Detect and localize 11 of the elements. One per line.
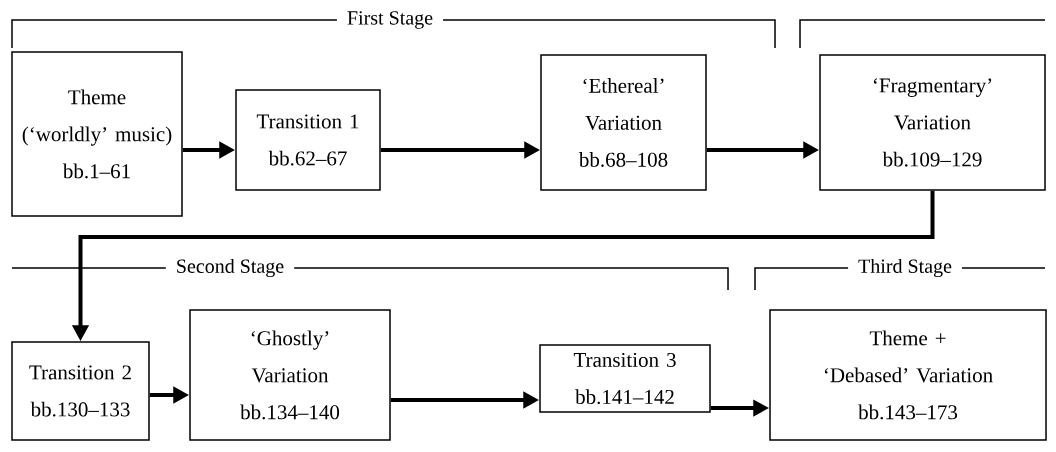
section-box: Theme (‘worldly’ music) bb.1–61 [11, 51, 183, 217]
section-box: Theme + ‘Debased’ Variation bb.143–173 [769, 309, 1047, 441]
stage-label: First Stage [336, 9, 444, 31]
section-box: Transition 3 bb.141–142 [539, 344, 711, 413]
section-box: ‘Fragmentary’ Variation bb.109–129 [819, 54, 1046, 191]
stage-label: Second Stage [165, 256, 295, 280]
section-box: ‘Ethereal’ Variation bb.68–108 [540, 54, 707, 191]
section-box: Transition 1 bb.62–67 [235, 89, 381, 191]
section-box: Transition 2 bb.130–133 [11, 341, 150, 441]
stage-label: Third Stage [848, 256, 962, 280]
section-box: ‘Ghostly’ Variation bb.134–140 [189, 309, 391, 441]
